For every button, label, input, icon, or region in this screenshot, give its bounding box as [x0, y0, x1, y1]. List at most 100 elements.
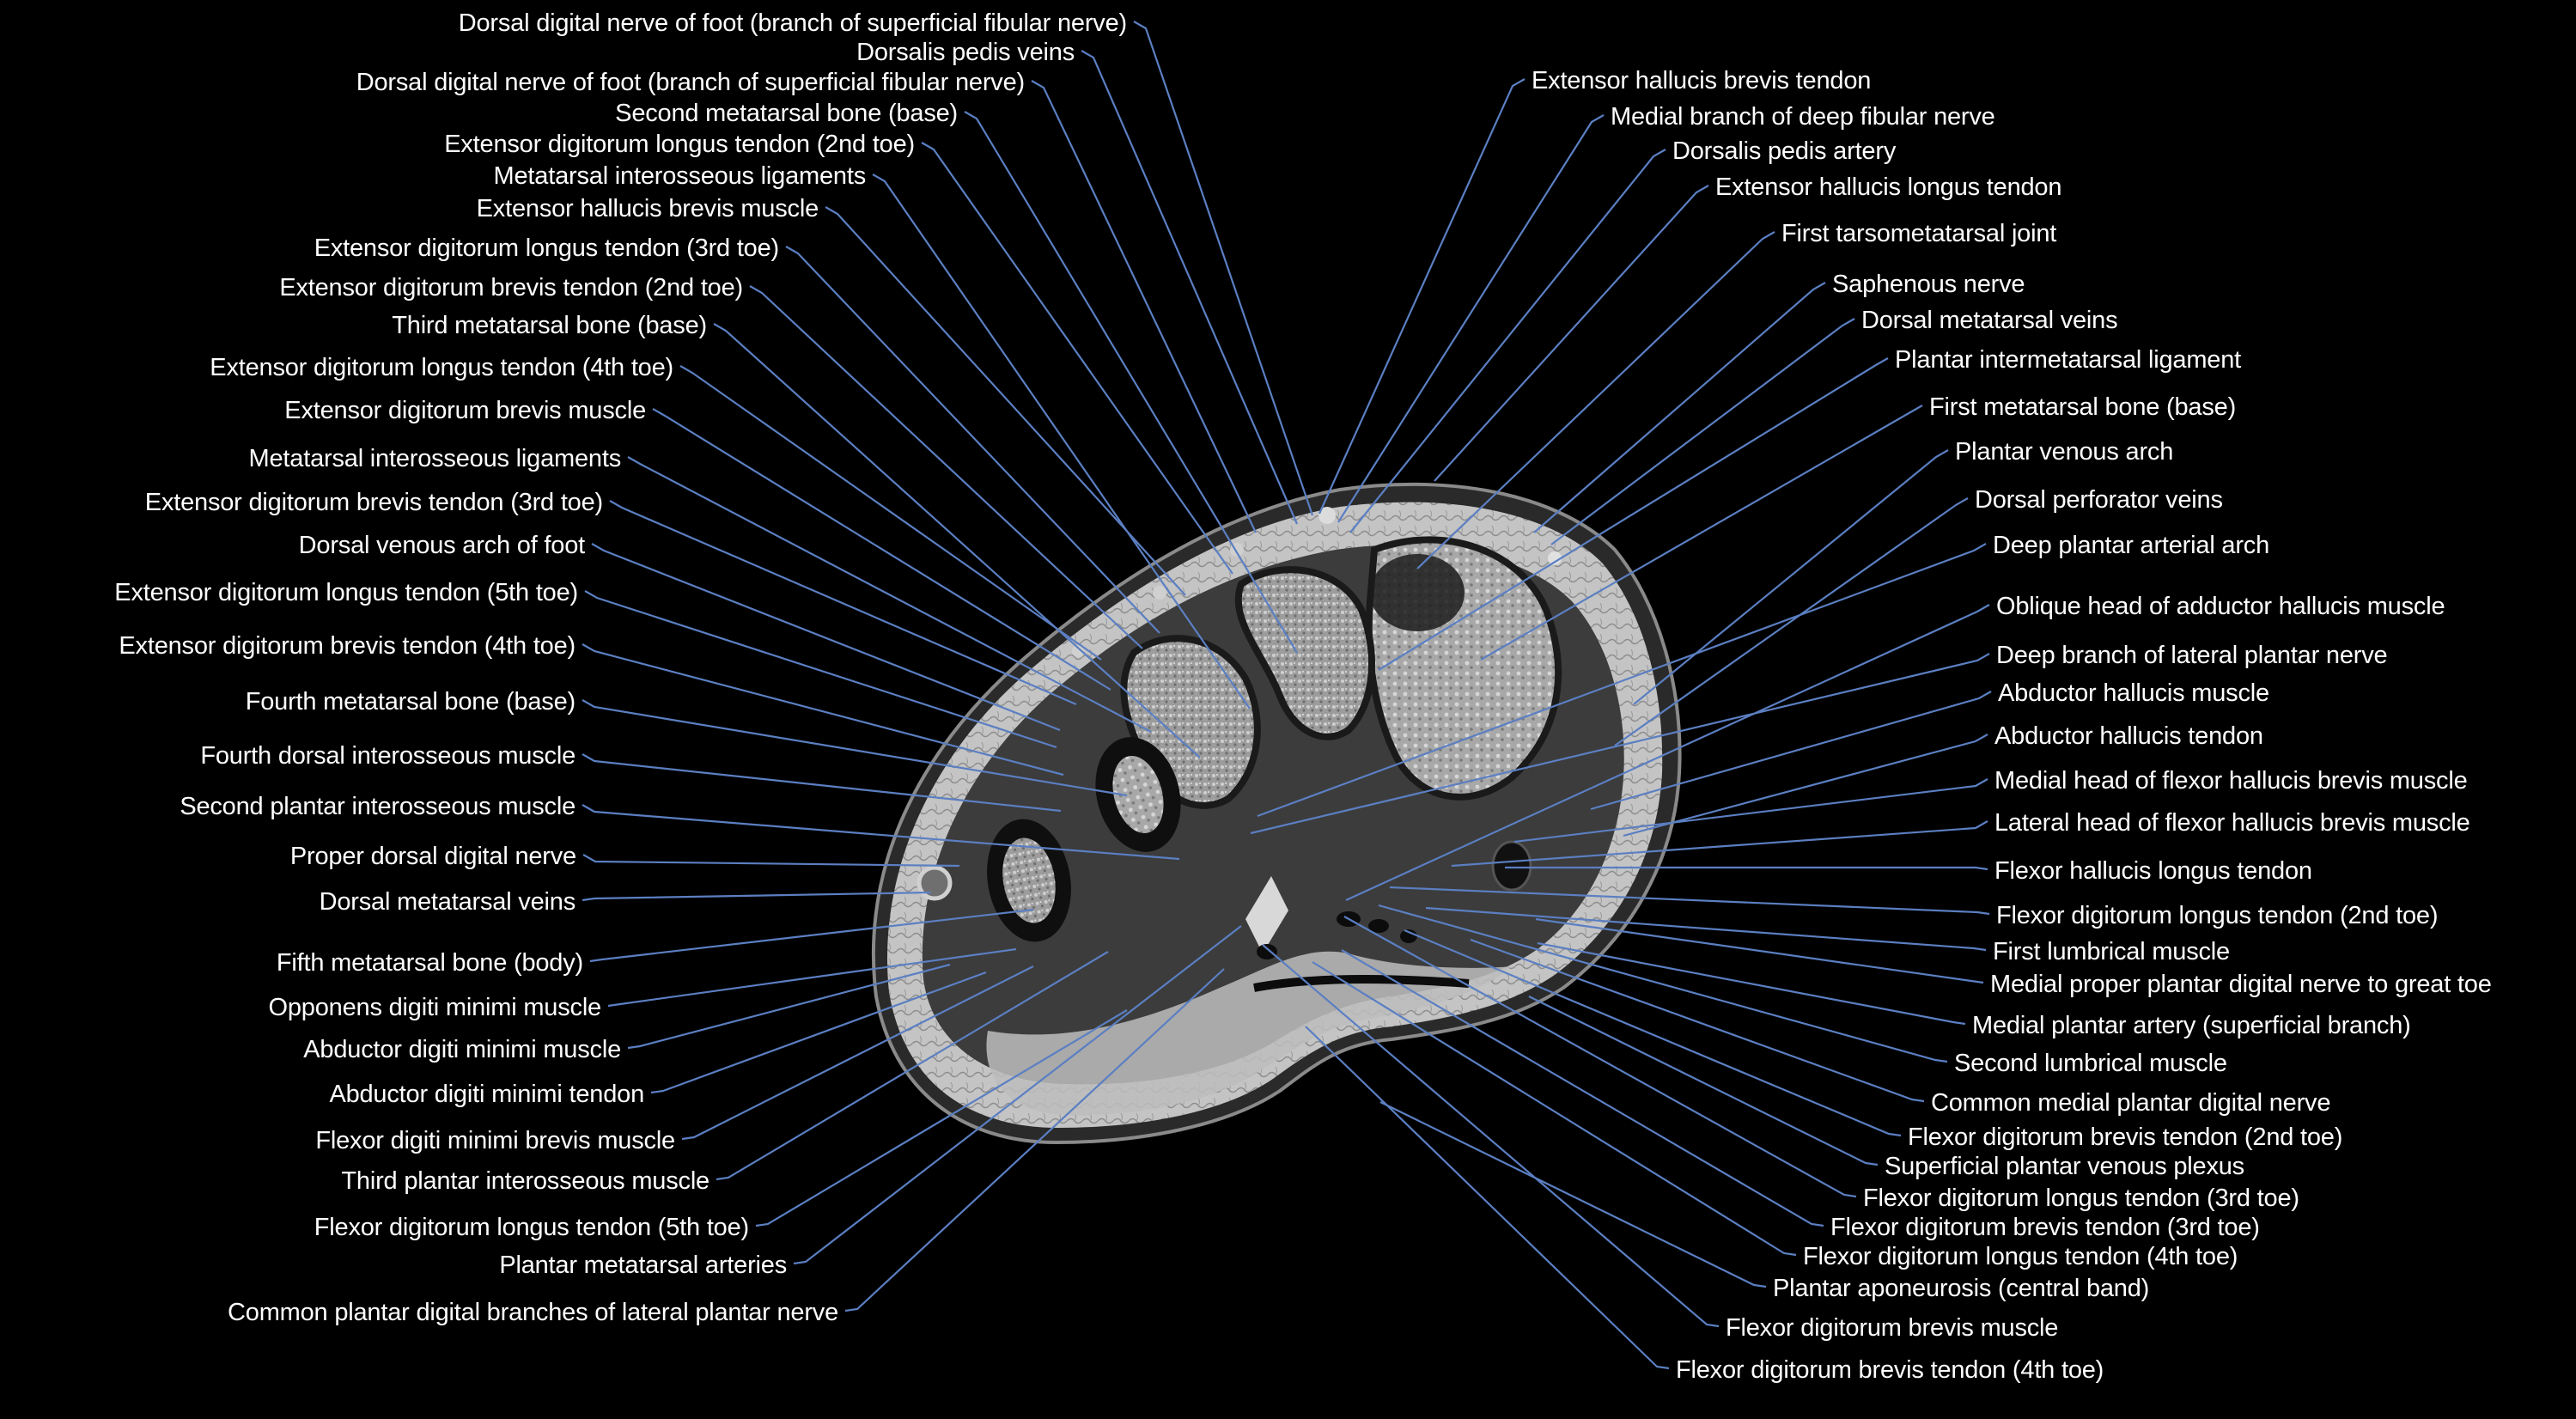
leader-line	[785, 246, 1160, 634]
leader-line	[582, 753, 1062, 813]
label-medial-proper-plantar-digital-nerve-to-great-toe: Medial proper plantar digital nerve to g…	[1990, 971, 2492, 998]
leader-line	[1535, 917, 1984, 984]
leader-line	[1550, 318, 1855, 545]
leader-line	[1133, 21, 1314, 516]
leader-line	[1305, 1026, 1670, 1370]
label-second-metatarsal-bone-base: Second metatarsal bone (base)	[615, 100, 958, 127]
label-deep-plantar-arterial-arch: Deep plantar arterial arch	[1993, 532, 2270, 559]
leader-line	[1389, 886, 1990, 916]
label-medial-plantar-artery-superficial-branch: Medial plantar artery (superficial branc…	[1972, 1012, 2411, 1039]
leader-line	[1434, 185, 1709, 482]
label-extensor-digitorum-brevis-tendon-4th-toe: Extensor digitorum brevis tendon (4th to…	[119, 632, 575, 660]
label-opponens-digiti-minimi-muscle: Opponens digiti minimi muscle	[268, 994, 602, 1021]
leader-line	[1378, 357, 1889, 671]
label-metatarsal-interosseous-ligaments: Metatarsal interosseous ligaments	[493, 162, 867, 190]
leader-line	[1250, 653, 1990, 835]
leader-line	[1341, 949, 1824, 1227]
label-flexor-digitorum-longus-tendon-5th-toe: Flexor digitorum longus tendon (5th toe)	[314, 1214, 749, 1241]
plantar-fat-pad	[986, 951, 1512, 1116]
leader-line	[1425, 906, 1987, 952]
leader-line	[1318, 78, 1526, 515]
label-first-tarsometatarsal-joint: First tarsometatarsal joint	[1781, 220, 2057, 247]
leader-line	[713, 323, 1201, 758]
leader-line	[749, 285, 1143, 649]
leader-line	[650, 971, 987, 1094]
label-second-lumbrical-muscle: Second lumbrical muscle	[1954, 1050, 2227, 1077]
label-plantar-venous-arch: Plantar venous arch	[1955, 438, 2174, 466]
leader-line	[609, 500, 1077, 706]
label-abductor-hallucis-tendon: Abductor hallucis tendon	[1994, 722, 2263, 750]
label-plantar-metatarsal-arteries: Plantar metatarsal arteries	[499, 1252, 787, 1279]
label-fourth-metatarsal-bone-base: Fourth metatarsal bone (base)	[245, 688, 575, 716]
leader-line	[1533, 282, 1826, 533]
label-extensor-digitorum-longus-tendon-4th-toe: Extensor digitorum longus tendon (4th to…	[210, 354, 673, 381]
leader-line	[582, 891, 932, 902]
leader-line	[1349, 149, 1666, 533]
label-dorsalis-pedis-artery: Dorsalis pedis artery	[1672, 137, 1897, 165]
leader-line	[1470, 938, 1925, 1103]
label-oblique-head-of-adductor-hallucis-muscle: Oblique head of adductor hallucis muscle	[1996, 593, 2445, 620]
leader-line	[1379, 1101, 1767, 1288]
fhl-tendon	[1491, 840, 1532, 892]
label-flexor-digitorum-brevis-tendon-3rd-toe: Flexor digitorum brevis tendon (3rd toe)	[1830, 1214, 2260, 1241]
label-flexor-digiti-minimi-brevis-muscle: Flexor digiti minimi brevis muscle	[315, 1127, 675, 1154]
label-flexor-digitorum-brevis-tendon-2nd-toe: Flexor digitorum brevis tendon (2nd toe)	[1908, 1124, 2343, 1151]
leader-line	[844, 968, 1225, 1312]
leader-line	[825, 206, 1186, 596]
lateral-vessel	[917, 865, 953, 901]
leader-line	[716, 951, 1109, 1181]
leader-line	[964, 111, 1298, 654]
label-extensor-digitorum-longus-tendon-5th-toe: Extensor digitorum longus tendon (5th to…	[114, 579, 578, 606]
label-first-lumbrical-muscle: First lumbrical muscle	[1993, 938, 2230, 965]
label-extensor-digitorum-longus-tendon-3rd-toe: Extensor digitorum longus tendon (3rd to…	[314, 234, 780, 262]
label-dorsal-perforator-veins: Dorsal perforator veins	[1975, 486, 2223, 514]
label-flexor-hallucis-longus-tendon: Flexor hallucis longus tendon	[1994, 857, 2312, 885]
label-third-metatarsal-bone-base: Third metatarsal bone (base)	[392, 312, 707, 339]
label-plantar-intermetatarsal-ligament: Plantar intermetatarsal ligament	[1895, 346, 2242, 374]
leader-line	[582, 643, 1064, 776]
label-flexor-digitorum-longus-tendon-3rd-toe: Flexor digitorum longus tendon (3rd toe)	[1863, 1185, 2299, 1212]
label-third-plantar-interosseous-muscle: Third plantar interosseous muscle	[341, 1167, 709, 1195]
leader-line	[591, 543, 1061, 732]
label-flexor-digitorum-brevis-tendon-4th-toe: Flexor digitorum brevis tendon (4th toe)	[1676, 1356, 2104, 1384]
leader-line	[627, 963, 951, 1050]
leader-line	[582, 804, 1180, 861]
leader-line	[1257, 543, 1987, 818]
label-dorsal-metatarsal-veins: Dorsal metatarsal veins	[1861, 307, 2118, 334]
label-flexor-digitorum-longus-tendon-2nd-toe: Flexor digitorum longus tendon (2nd toe)	[1996, 902, 2439, 929]
label-extensor-digitorum-brevis-muscle: Extensor digitorum brevis muscle	[284, 397, 646, 424]
label-dorsal-metatarsal-veins: Dorsal metatarsal veins	[319, 888, 576, 916]
leader-line	[755, 1009, 1128, 1227]
label-second-plantar-interosseous-muscle: Second plantar interosseous muscle	[180, 793, 575, 820]
label-fifth-metatarsal-bone-body: Fifth metatarsal bone (body)	[276, 949, 583, 977]
label-fourth-dorsal-interosseous-muscle: Fourth dorsal interosseous muscle	[200, 742, 575, 770]
label-extensor-digitorum-longus-tendon-2nd-toe: Extensor digitorum longus tendon (2nd to…	[444, 131, 915, 158]
label-abductor-hallucis-muscle: Abductor hallucis muscle	[1998, 679, 2269, 707]
leader-line	[1451, 820, 1988, 868]
leader-line	[1623, 734, 1988, 837]
leader-line	[627, 456, 1152, 733]
leader-line	[1081, 50, 1299, 525]
label-deep-branch-of-lateral-plantar-nerve: Deep branch of lateral plantar nerve	[1996, 642, 2388, 669]
central-septum	[1245, 876, 1288, 953]
leader-line	[1633, 449, 1949, 705]
leader-line	[1416, 231, 1775, 569]
leader-line	[1537, 941, 1966, 1026]
label-flexor-digitorum-longus-tendon-4th-toe: Flexor digitorum longus tendon (4th toe)	[1803, 1243, 2238, 1270]
leader-line	[584, 590, 1057, 749]
leader-line	[793, 925, 1242, 1265]
leader-line	[1528, 996, 1879, 1166]
label-plantar-aponeurosis-central-band: Plantar aponeurosis (central band)	[1773, 1275, 2150, 1302]
leader-line	[652, 408, 1111, 691]
leader-line	[589, 908, 1034, 963]
label-lateral-head-of-flexor-hallucis-brevis-muscle: Lateral head of flexor hallucis brevis m…	[1994, 809, 2470, 837]
label-dorsal-venous-arch-of-foot: Dorsal venous arch of foot	[298, 532, 586, 559]
leader-line	[1480, 405, 1923, 661]
label-medial-branch-of-deep-fibular-nerve: Medial branch of deep fibular nerve	[1611, 103, 1995, 131]
label-dorsal-digital-nerve-of-foot-branch-of-superficial-fibular-nerve: Dorsal digital nerve of foot (branch of …	[458, 9, 1127, 37]
leader-line	[1337, 114, 1605, 523]
leader-line	[681, 965, 1034, 1141]
leader-line	[607, 947, 1017, 1008]
leader-line	[1343, 916, 1857, 1198]
